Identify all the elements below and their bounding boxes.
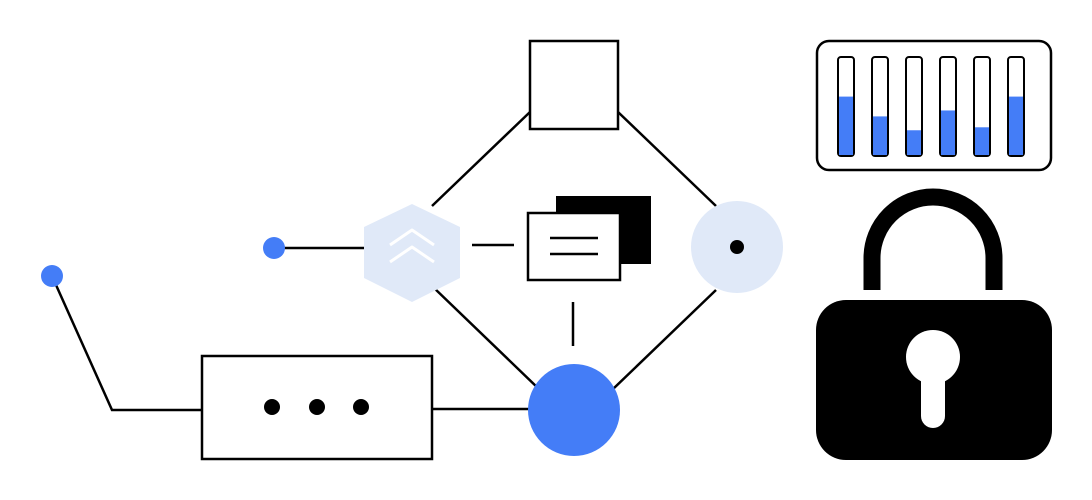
equalizer-level-6 [1009,96,1023,155]
connector-lines [50,111,717,412]
equalizer-level-3 [907,130,921,155]
edge-top-to-hexagon [431,111,531,207]
edge-top-to-dot-circle [617,111,717,207]
hexagon-shape [364,204,460,302]
edge-dot-circle-to-hub [611,289,717,391]
equalizer-icon [815,39,1053,172]
hexagon-node [364,204,460,302]
padlock-icon [816,188,1052,460]
equalizer-level-2 [873,116,887,155]
equalizer-level-4 [941,110,955,155]
far-left-terminal-dot-icon [41,265,63,287]
ellipsis-box [200,354,434,461]
equalizer-bars [837,56,1025,157]
edge-far-terminal-to-ellipsis [50,275,201,412]
chevrons-up-icon [389,228,435,264]
padlock-shackle [863,188,1003,290]
equalizer-level-1 [839,96,853,155]
edge-hexagon-to-hub [431,285,541,391]
dot-circle-icon [691,201,783,293]
square-node-icon [528,39,620,131]
blue-circle-icon [528,364,620,456]
ellipsis-icon [264,399,369,415]
left-terminal-dot-icon [263,237,285,259]
document-stack-icon [526,196,651,282]
equalizer-level-5 [975,127,989,155]
document-front-sheet [526,211,622,282]
keyhole-icon [906,330,960,428]
